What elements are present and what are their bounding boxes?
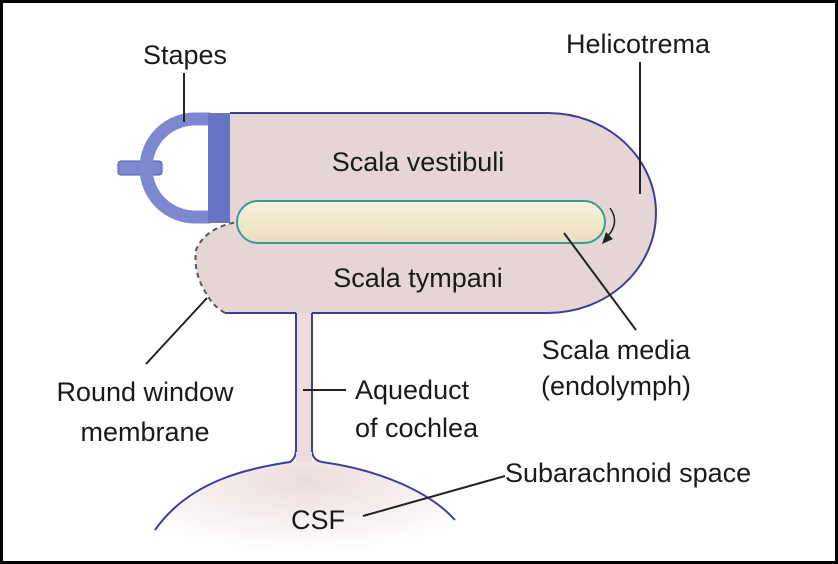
scala-media	[236, 200, 606, 244]
csf-space	[155, 460, 455, 561]
scala-media-leader	[563, 232, 637, 331]
label-round-window: Round window	[56, 377, 234, 407]
label-scala-media: Scala media	[542, 335, 692, 365]
label-stapes: Stapes	[143, 40, 227, 70]
label-endolymph: (endolymph)	[541, 371, 691, 401]
label-membrane: membrane	[80, 417, 209, 447]
arrowhead	[602, 232, 613, 244]
round-window-leader	[145, 297, 208, 365]
aqueduct-of-cochlea	[296, 312, 312, 462]
subarachnoid-leader	[362, 475, 506, 517]
helicotrema-arrow-icon	[607, 207, 616, 237]
label-csf: CSF	[291, 505, 345, 535]
label-scala-tympani: Scala tympani	[333, 263, 503, 293]
label-helicotrema: Helicotrema	[566, 29, 711, 59]
label-subarachnoid-space: Subarachnoid space	[505, 458, 751, 488]
stapes-arch	[139, 112, 210, 224]
label-aqueduct: Aqueduct	[355, 375, 470, 405]
round-window-membrane	[194, 221, 238, 314]
label-scala-vestibuli: Scala vestibuli	[332, 147, 505, 177]
chamber-outline	[225, 112, 657, 314]
label-of-cochlea: of cochlea	[355, 413, 479, 443]
csf-outline	[154, 449, 456, 531]
stapes-footplate	[208, 113, 230, 223]
